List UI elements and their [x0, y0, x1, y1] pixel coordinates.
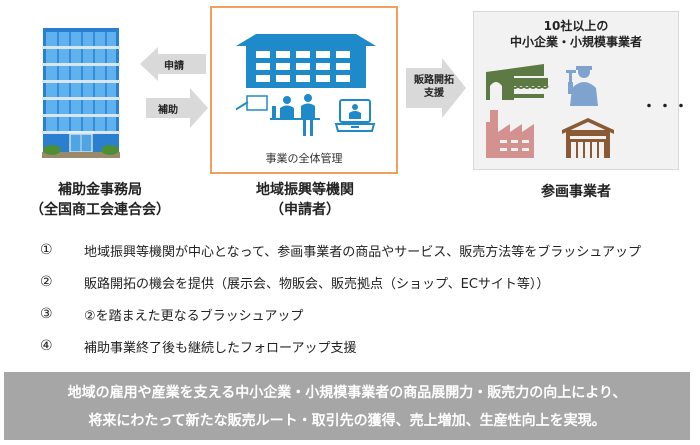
- applicant-role: （申請者）: [270, 202, 340, 218]
- subsidy-office-name: 補助金事務局: [58, 182, 142, 198]
- more-ellipsis: ・・・: [642, 99, 690, 115]
- participants-count: 10社以上の: [543, 19, 609, 33]
- participants-label: 参画事業者: [541, 184, 611, 200]
- sales-support-label-2: 支援: [424, 88, 444, 99]
- school-building-icon: [236, 34, 376, 136]
- factory-icon: [486, 110, 534, 158]
- outcome-line-1: 地域の雇用や産業を支える中小企業・小規模事業者の商品展開力・販売力の向上により、: [67, 385, 627, 401]
- participants-title: 10社以上の 中小企業・小規模事業者: [473, 18, 679, 50]
- steps-list: ① 地域振興等機関が中心となって、参画事業者の商品やサービス、販売方法等をブラッ…: [40, 234, 680, 362]
- step-text: 地域振興等機関が中心となって、参画事業者の商品やサービス、販売方法等をブラッシュ…: [84, 244, 642, 260]
- outcome-banner: 地域の雇用や産業を支える中小企業・小規模事業者の商品展開力・販売力の向上により、…: [4, 372, 690, 440]
- subsidy-arrow: 補助: [146, 88, 208, 128]
- apply-arrow: 申請: [140, 47, 206, 81]
- outcome-line-2: 将来にわたって新たな販売ルート・取引先の獲得、売上増加、生産性向上を実現。: [88, 413, 606, 429]
- apply-label: 申請: [164, 61, 184, 72]
- consultation-icon: [270, 94, 320, 136]
- sales-support-label-1: 販路開拓: [414, 75, 454, 86]
- sales-support-arrow: 販路開拓 支援: [404, 58, 466, 118]
- presenter-icon: [236, 95, 268, 111]
- participants-type: 中小企業・小規模事業者: [509, 35, 642, 49]
- step-number: ②: [40, 274, 53, 290]
- step-text: 販路開拓の機会を提供（展示会、物販会、販売拠点（ショップ、ECサイト等））: [84, 276, 550, 292]
- arrow-right-icon: [146, 88, 208, 128]
- office-building-icon: [42, 28, 120, 158]
- arrow-left-icon: [140, 47, 206, 81]
- warehouse-icon: [562, 118, 614, 158]
- list-item: ④ 補助事業終了後も継続したフォローアップ支援: [40, 330, 680, 362]
- subsidy-label: 補助: [158, 105, 178, 116]
- list-item: ② 販路開拓の機会を提供（展示会、物販会、販売拠点（ショップ、ECサイト等））: [40, 266, 680, 298]
- applicant-name: 地域振興等機関: [256, 182, 354, 198]
- worker-icon: [566, 66, 598, 106]
- step-number: ④: [40, 338, 53, 354]
- step-number: ③: [40, 306, 53, 322]
- list-item: ① 地域振興等機関が中心となって、参画事業者の商品やサービス、販売方法等をブラッ…: [40, 234, 680, 266]
- list-item: ③ ②を踏まえた更なるブラッシュアップ: [40, 298, 680, 330]
- applicant-label: 地域振興等機関 （申請者）: [205, 180, 405, 220]
- subsidy-office-label: 補助金事務局 （全国商工会連合会）: [0, 180, 200, 220]
- storefront-icon: [486, 64, 549, 100]
- video-call-laptop-icon: [334, 99, 376, 132]
- subsidy-office-org: （全国商工会連合会）: [30, 202, 170, 218]
- step-text: ②を踏まえた更なるブラッシュアップ: [84, 308, 304, 324]
- participant-icons: [486, 64, 614, 158]
- step-text: 補助事業終了後も継続したフォローアップ支援: [84, 340, 357, 356]
- overall-management-caption: 事業の全体管理: [265, 152, 343, 165]
- step-number: ①: [40, 242, 53, 258]
- arrow-right-icon: [406, 58, 466, 118]
